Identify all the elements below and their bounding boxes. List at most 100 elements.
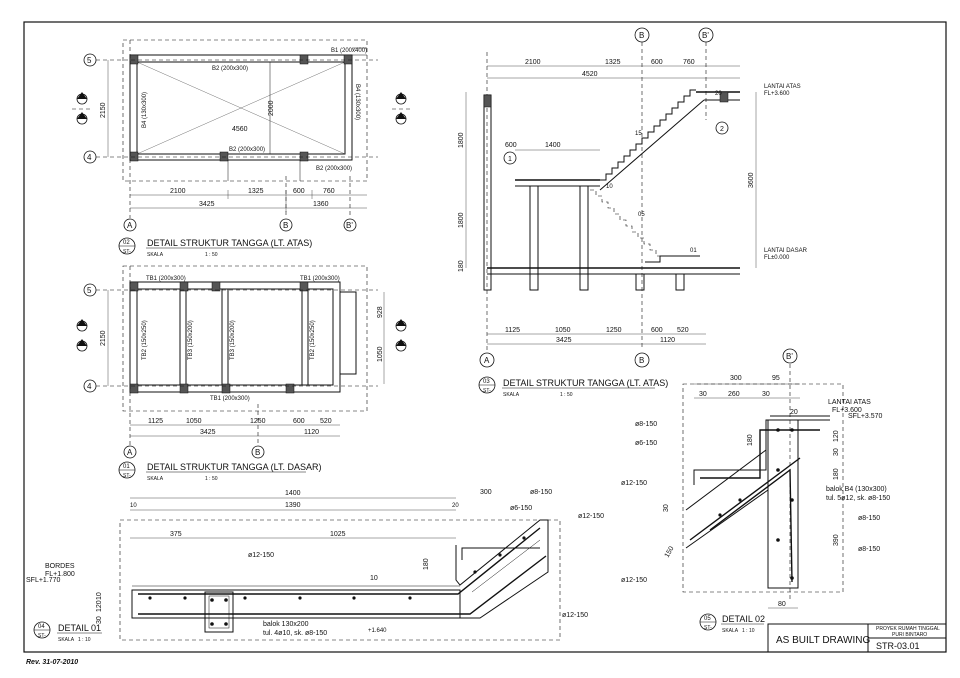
- sheet-border: [23, 21, 947, 653]
- dim-text: 10: [370, 575, 378, 582]
- side-dim: 2150: [100, 102, 107, 118]
- step-number: 05: [638, 212, 645, 218]
- scale-label: SKALA: [503, 392, 520, 398]
- dim-text: 3425: [200, 429, 216, 436]
- beam-label: B1 (200x400): [331, 48, 367, 54]
- dim-text: 1325: [605, 59, 621, 66]
- project-name: PROYEK RUMAH TINGGAL: [876, 626, 940, 632]
- dim-text: 180: [833, 468, 840, 480]
- rebar-label: ø8-150: [858, 546, 880, 553]
- dim-text: 1400: [545, 142, 561, 149]
- title-block: AS BUILT DRAWING PROYEK RUMAH TINGGAL PU…: [767, 623, 947, 653]
- grid-bubble-b-prime: [782, 348, 798, 364]
- detail-01: 1400 1390 10 20 300 375 1025 BORDES FL+1…: [26, 489, 604, 643]
- beam-label: B4 (130x300): [354, 84, 360, 120]
- grid-label: B': [702, 31, 709, 40]
- plan-lower: TB1 (200x300) TB1 (200x300) TB1 (200x300…: [76, 265, 407, 482]
- view-title: DETAIL 02: [722, 614, 765, 624]
- as-built-stamp: AS BUILT DRAWING: [776, 635, 870, 646]
- view-number: 02: [123, 240, 130, 246]
- level-value: FL+3.600: [764, 91, 790, 97]
- dim-text: 10: [130, 503, 137, 509]
- grid-bubble-b-prime: [698, 27, 714, 43]
- dim-text: 600: [651, 59, 663, 66]
- dim-text: 30: [699, 391, 707, 398]
- dim-text: 260: [728, 391, 740, 398]
- view-title: DETAIL STRUKTUR TANGGA (LT. DASAR): [147, 462, 322, 472]
- beam-label: TB3 (150x200): [188, 320, 194, 360]
- view-ref: ST-: [123, 473, 131, 479]
- dim-text: 300: [480, 489, 492, 496]
- dim-text: 1360: [313, 201, 329, 208]
- level-label: BORDES: [45, 563, 75, 570]
- level-value: FL+3.600: [832, 407, 862, 414]
- view-title: DETAIL STRUKTUR TANGGA (LT. ATAS): [503, 378, 668, 388]
- step-number: 01: [690, 248, 697, 254]
- span-dim: 4560: [232, 126, 248, 133]
- dim-text: 390: [833, 534, 840, 546]
- grid-bubble-5: [83, 283, 97, 297]
- view-number: 05: [704, 616, 711, 622]
- grid-bubble-b: [279, 218, 293, 232]
- grid-label: A: [127, 448, 133, 457]
- callout-number: 1: [508, 156, 512, 163]
- dim-text: 150: [664, 545, 676, 559]
- dim-text: 760: [323, 188, 335, 195]
- grid-bubble-b: [634, 352, 650, 368]
- dim-text: 600: [651, 327, 663, 334]
- step-number: 15: [635, 131, 642, 137]
- scale-label: SKALA: [722, 628, 739, 634]
- beam-label: TB2 (150x250): [310, 320, 316, 360]
- scale-label: SKALA: [147, 252, 164, 258]
- rebar-label: ø12-150: [621, 577, 647, 584]
- dim-text: 1025: [330, 531, 346, 538]
- dim-text: 3600: [748, 172, 755, 188]
- dim-text: 30: [762, 391, 770, 398]
- grid-bubble-a: [123, 445, 137, 459]
- dim-text: 1250: [606, 327, 622, 334]
- rebar-dots-icon: [148, 536, 526, 600]
- dim-text: 2100: [525, 59, 541, 66]
- dim-text: 1800: [458, 132, 465, 148]
- beam-label: B2 (200x300): [229, 147, 265, 153]
- dim-text: 30: [96, 616, 103, 624]
- grid-label: B: [639, 31, 644, 40]
- dim-text: 1050: [555, 327, 571, 334]
- callout-number: 2: [720, 126, 724, 133]
- view-ref: ST-: [704, 625, 712, 631]
- level-label: LANTAI ATAS: [828, 399, 871, 406]
- grid-label: B: [255, 448, 260, 457]
- dim-text: 600: [293, 188, 305, 195]
- dim-text: 10: [96, 592, 103, 600]
- level-value: FL±0.000: [764, 255, 790, 261]
- side-dim: 2150: [100, 330, 107, 346]
- rebar-label: ø12-150: [248, 552, 274, 559]
- view-number: 03: [483, 379, 490, 385]
- level-label: LANTAI ATAS: [764, 84, 801, 90]
- grid-bubble-b: [251, 445, 265, 459]
- section-marker-icon: [72, 92, 412, 125]
- detail-02: B' 300 95 30 260 30 20 LANTAI ATAS FL+3.…: [621, 348, 890, 634]
- level-value: SFL+1.770: [26, 577, 61, 584]
- dim-text: 375: [170, 531, 182, 538]
- scale-value: 1 : 50: [560, 392, 573, 398]
- grid-bubble-5: [83, 53, 97, 67]
- rise-dim: 2000: [268, 100, 275, 116]
- grid-label: 4: [87, 153, 92, 162]
- scale-label: SKALA: [58, 637, 75, 643]
- dim-text: 1125: [148, 418, 163, 425]
- level-label: LANTAI DASAR: [764, 248, 808, 254]
- grid-bubble-4: [83, 379, 97, 393]
- dim-text: 1800: [458, 212, 465, 228]
- dim-text: 95: [772, 375, 780, 382]
- scale-label: SKALA: [147, 476, 164, 482]
- grid-label: B': [786, 352, 793, 361]
- view-number: 01: [123, 464, 130, 470]
- stair-section: B B' A B 2100 1325 600 760 4520 600 1400…: [458, 27, 808, 398]
- grid-label: B': [346, 221, 353, 230]
- dim-text: 1120: [660, 337, 675, 344]
- dim-text: 30: [663, 504, 670, 512]
- dim-text: 30: [833, 448, 840, 456]
- section-marker-icon: [76, 319, 407, 352]
